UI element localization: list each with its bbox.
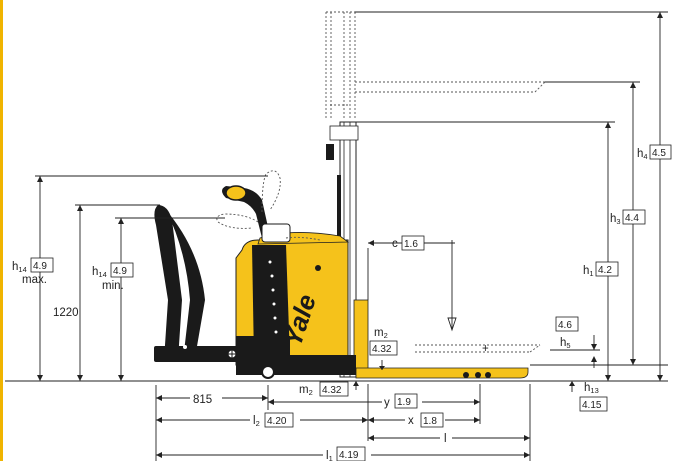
svg-text:h14: h14	[12, 261, 27, 274]
svg-text:4.32: 4.32	[372, 344, 392, 355]
dim-h1	[356, 121, 615, 381]
tiller-handle	[216, 170, 321, 243]
svg-text:m2: m2	[299, 384, 313, 397]
label-h14-min: h14 4.9 min.	[92, 262, 134, 292]
svg-text:x: x	[408, 415, 414, 427]
label-x: x 1.8	[405, 412, 445, 428]
svg-text:815: 815	[193, 394, 212, 406]
svg-text:l2: l2	[253, 415, 260, 428]
operator-platform	[154, 205, 290, 362]
dim-m2-upper	[379, 360, 385, 370]
dim-h14-min	[115, 217, 225, 381]
dim-1220	[75, 204, 160, 381]
label-h13: h13 4.15	[579, 382, 608, 412]
label-y: y 1.9	[382, 393, 422, 409]
svg-text:4.9: 4.9	[33, 261, 47, 272]
dim-h5	[550, 335, 600, 368]
label-m2-lower: m2 4.32	[299, 381, 349, 397]
accent-bar	[0, 0, 3, 461]
svg-text:max.: max.	[22, 274, 47, 286]
svg-text:4.15: 4.15	[582, 400, 602, 411]
svg-text:4.6: 4.6	[558, 320, 572, 331]
dim-c	[367, 240, 457, 332]
dim-y	[268, 384, 481, 424]
svg-text:l1: l1	[326, 450, 333, 461]
label-h3: h3 4.4	[610, 209, 646, 226]
label-1220: 1220	[53, 307, 79, 319]
dim-h4	[355, 11, 668, 381]
truck-body: Yale	[235, 232, 356, 379]
svg-text:h4: h4	[637, 148, 648, 161]
svg-text:+: +	[482, 343, 489, 355]
label-h1: h1 4.2	[583, 261, 619, 278]
dim-h13	[569, 381, 575, 392]
svg-text:h3: h3	[610, 213, 621, 226]
label-815: 815	[190, 391, 222, 406]
svg-text:h1: h1	[583, 265, 594, 278]
svg-text:h14: h14	[92, 266, 107, 279]
svg-text:4.4: 4.4	[625, 213, 639, 224]
label-m2-upper: m2 4.32	[369, 327, 398, 356]
mast	[326, 121, 529, 379]
svg-text:4.32: 4.32	[322, 385, 342, 396]
svg-text:4.5: 4.5	[652, 148, 666, 159]
label-l: l	[440, 431, 452, 445]
svg-text:4.2: 4.2	[598, 265, 612, 276]
svg-text:1.9: 1.9	[397, 397, 411, 408]
label-h14-max: h14 4.9 max.	[12, 257, 54, 286]
label-c: c 1.6	[392, 235, 425, 251]
svg-text:l: l	[444, 433, 447, 445]
svg-text:m2: m2	[374, 327, 388, 340]
raised-mast-ghost	[325, 11, 546, 120]
svg-text:c: c	[392, 238, 398, 250]
svg-text:4.9: 4.9	[113, 266, 127, 277]
fork-ghost-low: +	[415, 343, 541, 355]
dim-h3	[530, 81, 668, 366]
dim-x	[367, 384, 480, 441]
label-l2: l2 4.20	[250, 412, 300, 428]
svg-text:4.20: 4.20	[267, 416, 287, 427]
label-4-6: 4.6	[555, 316, 579, 332]
svg-text:4.19: 4.19	[339, 450, 359, 461]
label-h5: h5	[560, 337, 571, 350]
label-h4: h4 4.5	[637, 144, 672, 161]
dim-m2-lower	[353, 381, 359, 390]
svg-text:h13: h13	[584, 382, 599, 395]
svg-text:min.: min.	[102, 280, 124, 292]
svg-text:1.6: 1.6	[404, 239, 418, 250]
svg-text:1.8: 1.8	[423, 416, 437, 427]
svg-text:y: y	[384, 397, 390, 409]
dim-h14-max	[35, 175, 268, 381]
label-l1: l1 4.19	[323, 446, 371, 461]
